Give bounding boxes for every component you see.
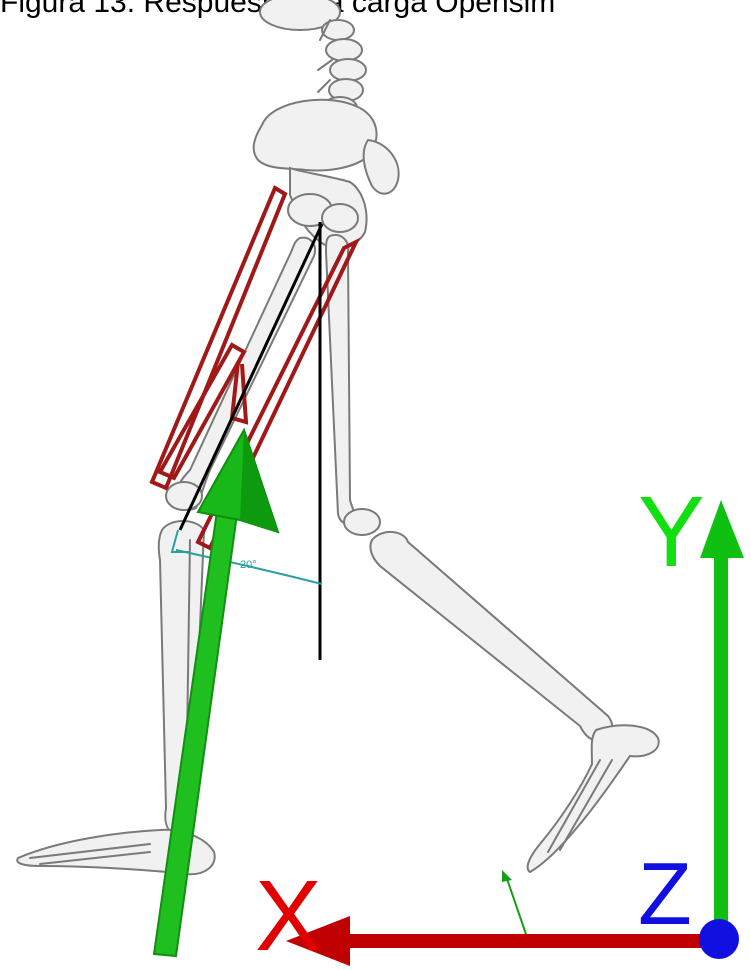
x-axis-label: X bbox=[255, 860, 322, 970]
tibia-swing bbox=[370, 532, 612, 740]
coordinate-axes: Y X Z bbox=[255, 476, 744, 970]
angle-label: 20° bbox=[240, 559, 257, 571]
skeleton bbox=[17, 0, 658, 874]
small-vector bbox=[502, 870, 528, 940]
y-axis-label: Y bbox=[638, 476, 705, 588]
y-axis-arrowhead bbox=[700, 500, 744, 558]
y-axis-shaft bbox=[714, 554, 728, 934]
z-axis-label: Z bbox=[638, 844, 692, 943]
knee-swing bbox=[344, 509, 380, 535]
z-axis-origin bbox=[699, 919, 739, 959]
pelvis bbox=[254, 100, 399, 248]
